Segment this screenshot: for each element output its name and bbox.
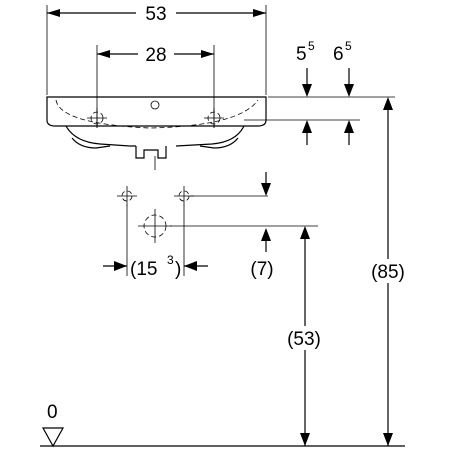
- tap-hole-right-icon: [204, 108, 224, 128]
- rim-height-dimension: (85): [362, 97, 414, 446]
- waste-height-label: (53): [287, 329, 321, 350]
- overall-width-dimension: 53: [46, 2, 267, 95]
- waste-spacing-sup: 3: [167, 253, 174, 267]
- overall-width-label: 53: [145, 4, 166, 25]
- rim-offset-2-sup: 5: [345, 39, 352, 53]
- supply-point-left-icon: [117, 186, 137, 206]
- rim-offset-1-sup: 5: [308, 39, 315, 53]
- waste-outlet-icon: [138, 209, 172, 243]
- waste-spacing-dimension: (15 3 ): [103, 205, 208, 280]
- waste-drop-label: (7): [250, 259, 273, 280]
- tap-hole-left-icon: [87, 108, 107, 128]
- floor-level-marker: 0: [40, 402, 405, 448]
- supply-level-arrow: [261, 172, 271, 196]
- waste-height-dimension: (53): [278, 226, 330, 446]
- waste-drop-dimension: (7): [250, 228, 274, 280]
- tap-spacing-dimension: 28: [96, 42, 215, 128]
- rim-offset-2-label: 6: [333, 44, 344, 65]
- rim-height-label: (85): [371, 262, 405, 283]
- waste-spacing-suffix: ): [175, 259, 181, 280]
- rim-offset-1-label: 5: [296, 44, 307, 65]
- waste-spacing-label: (15: [130, 259, 157, 280]
- rim-offset-dimensions: 5 5 6 5: [244, 39, 395, 145]
- tap-spacing-label: 28: [145, 45, 166, 66]
- floor-level-label: 0: [47, 402, 58, 423]
- washbasin-outline: [46, 96, 267, 170]
